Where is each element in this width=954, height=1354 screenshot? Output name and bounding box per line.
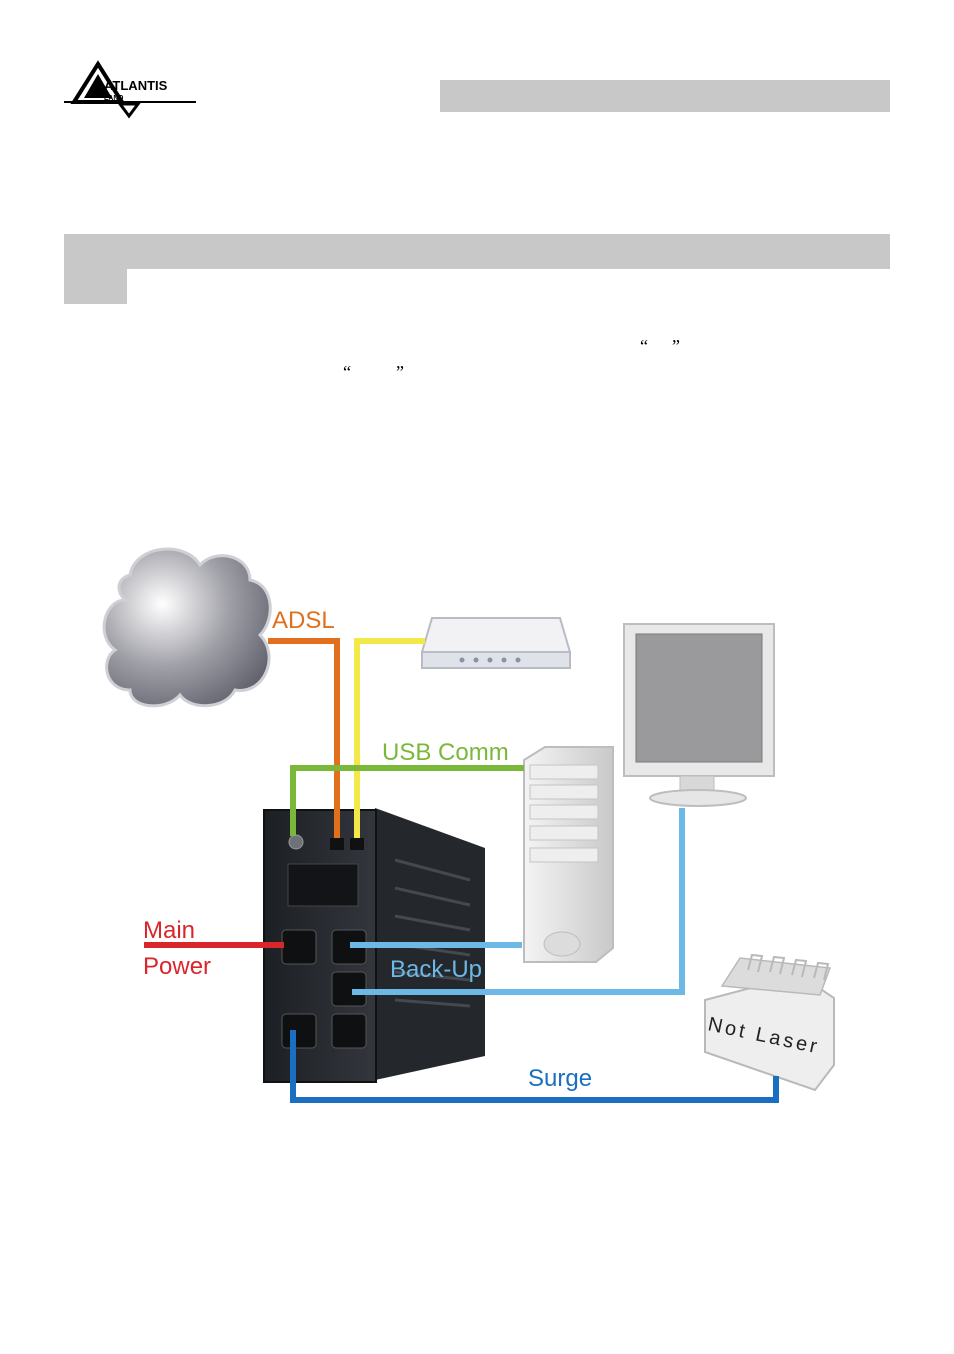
- section-heading-tab: [64, 269, 127, 304]
- header-bar: [440, 80, 890, 112]
- cloud-icon: [102, 547, 272, 708]
- backup-label: Back-Up: [390, 956, 482, 983]
- section-heading-bar: [64, 234, 890, 269]
- logo-text: ATLANTIS: [104, 78, 168, 93]
- yellow-cable: [354, 638, 425, 838]
- usb-comm-cable: [290, 765, 524, 836]
- monitor-icon: [623, 623, 775, 807]
- quote-close-1: ”: [672, 336, 680, 356]
- quote-open-2: “: [343, 362, 351, 382]
- surge-cable: [290, 1030, 779, 1103]
- adsl-label: ADSL: [272, 607, 335, 634]
- ups-icon: [263, 808, 485, 1083]
- main-label: Main: [143, 917, 195, 944]
- surge-label: Surge: [528, 1065, 592, 1092]
- modem-icon: [420, 617, 572, 669]
- quote-close-2: ”: [396, 362, 404, 382]
- atlantis-land-logo: ATLANTIS LAND: [64, 60, 196, 119]
- usb-comm-label: USB Comm: [382, 739, 509, 766]
- logo-subtext: LAND: [104, 95, 123, 102]
- adsl-cable: [268, 638, 340, 838]
- quote-open-1: “: [640, 336, 648, 356]
- power-label: Power: [143, 953, 211, 980]
- pc-tower-icon: [523, 746, 614, 963]
- backup-monitor-cable: [352, 808, 685, 995]
- printer-icon: Not Laser: [704, 953, 835, 1092]
